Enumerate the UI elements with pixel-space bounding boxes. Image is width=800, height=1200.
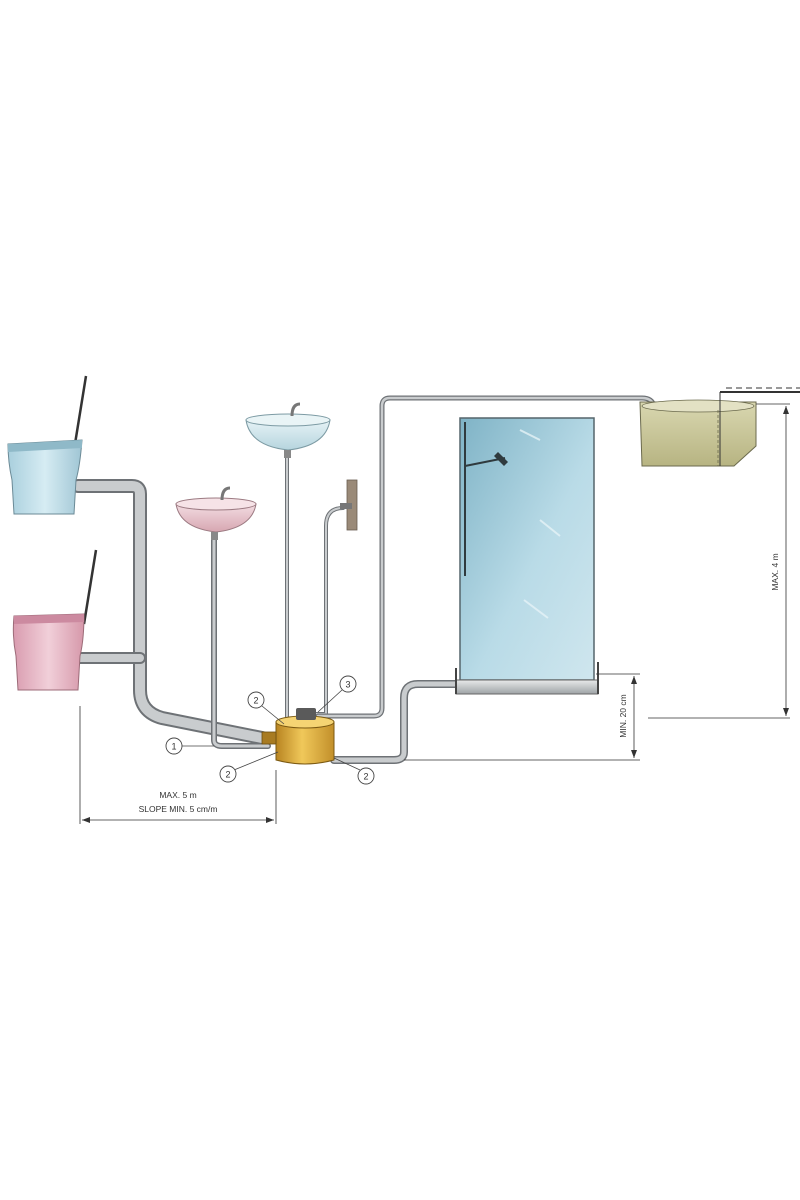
max-height-dimension: MAX. 4 m bbox=[648, 403, 790, 719]
callout-2-bottom-right-number: 2 bbox=[363, 772, 368, 782]
callout-1: 1 bbox=[165, 737, 214, 755]
toilet-drain-pipe bbox=[71, 479, 269, 745]
max-length-label: MAX. 5 m bbox=[159, 790, 196, 800]
max-height-label: MAX. 4 m bbox=[770, 553, 780, 590]
callout-2-bottom-left-number: 2 bbox=[225, 770, 230, 780]
wall-faucet bbox=[340, 479, 358, 531]
lower-sink-drain-pipe bbox=[211, 537, 271, 749]
elevated-receiving-tank bbox=[639, 387, 800, 467]
callout-2-bottom-left: 2 bbox=[219, 751, 279, 783]
upper-toilet bbox=[7, 375, 88, 515]
horizontal-distance-dimension: MAX. 5 m SLOPE MIN. 5 cm/m bbox=[79, 706, 277, 824]
callout-1-number: 1 bbox=[171, 742, 176, 752]
discharge-pipe bbox=[315, 395, 657, 719]
min-height-dimension: MIN. 20 cm bbox=[404, 673, 640, 761]
callout-2-top-number: 2 bbox=[253, 696, 258, 706]
shower-drain-pipe bbox=[330, 680, 470, 764]
lower-washbasin bbox=[175, 486, 257, 540]
lower-toilet bbox=[12, 549, 98, 691]
callout-2-bottom-right: 2 bbox=[333, 757, 375, 785]
bidet-drain-pipe bbox=[304, 506, 345, 716]
macerator-pump bbox=[261, 708, 335, 765]
callout-3: 3 bbox=[317, 675, 357, 713]
shower-cabin bbox=[455, 417, 599, 695]
callout-3-number: 3 bbox=[345, 680, 350, 690]
upper-washbasin bbox=[245, 402, 331, 458]
slope-label: SLOPE MIN. 5 cm/m bbox=[139, 804, 218, 814]
min-height-label: MIN. 20 cm bbox=[618, 694, 628, 737]
callout-2-top: 2 bbox=[247, 691, 285, 725]
